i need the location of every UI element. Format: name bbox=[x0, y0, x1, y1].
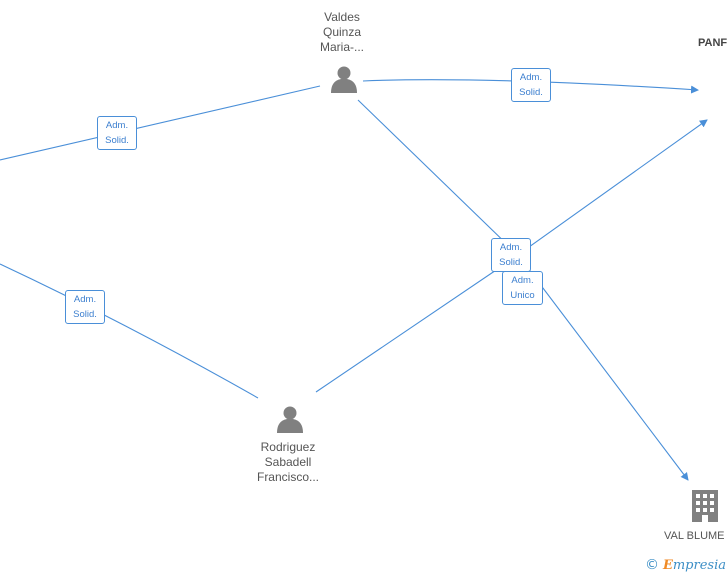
role-line: Solid. bbox=[105, 135, 129, 146]
person-icon[interactable] bbox=[277, 406, 303, 434]
role-line: Solid. bbox=[519, 87, 543, 98]
role-line: Solid. bbox=[499, 257, 523, 268]
person-label-valdes[interactable]: Valdes Quinza Maria-... bbox=[307, 10, 377, 55]
role-line: Solid. bbox=[73, 309, 97, 320]
role-badge[interactable]: Adm. Solid. bbox=[65, 290, 105, 324]
name-line: Quinza bbox=[322, 25, 362, 39]
role-line: Adm. bbox=[519, 72, 543, 83]
person-label-rodriguez[interactable]: Rodriguez Sabadell Francisco... bbox=[248, 440, 328, 485]
name-line: Rodriguez bbox=[260, 440, 316, 454]
role-badge[interactable]: Adm. Solid. bbox=[97, 116, 137, 150]
edge-line-left-to-rodriguez bbox=[0, 263, 259, 399]
role-line: Adm. bbox=[511, 275, 534, 286]
name-line: Francisco... bbox=[256, 470, 319, 484]
brand-rest: mpresia bbox=[672, 557, 726, 573]
empresia-watermark: © Empresia bbox=[645, 557, 726, 573]
role-badge[interactable]: Adm. Solid. bbox=[511, 68, 551, 102]
name-line: Sabadell bbox=[264, 455, 312, 469]
person-icon[interactable] bbox=[331, 66, 357, 94]
role-line: Adm. bbox=[499, 242, 523, 253]
role-line: Adm. bbox=[73, 294, 97, 305]
role-line: Unico bbox=[510, 290, 535, 301]
brand-logo: Empresia bbox=[663, 558, 726, 573]
company-label-val-blume[interactable]: VAL BLUME bbox=[664, 530, 725, 542]
edge-line-left-to-valdes bbox=[0, 85, 321, 161]
name-line: Maria-... bbox=[319, 40, 364, 54]
brand-initial: E bbox=[662, 557, 673, 573]
company-label-panf[interactable]: PANF bbox=[698, 37, 728, 49]
role-line: Adm. bbox=[105, 120, 129, 131]
building-icon[interactable] bbox=[692, 490, 718, 522]
role-badge[interactable]: Adm. Unico bbox=[502, 271, 543, 305]
name-line: Valdes bbox=[324, 10, 360, 24]
role-badge[interactable]: Adm. Solid. bbox=[491, 238, 531, 272]
copyright-icon: © bbox=[644, 557, 659, 573]
edge-line-valdes-to-panf bbox=[362, 79, 699, 94]
